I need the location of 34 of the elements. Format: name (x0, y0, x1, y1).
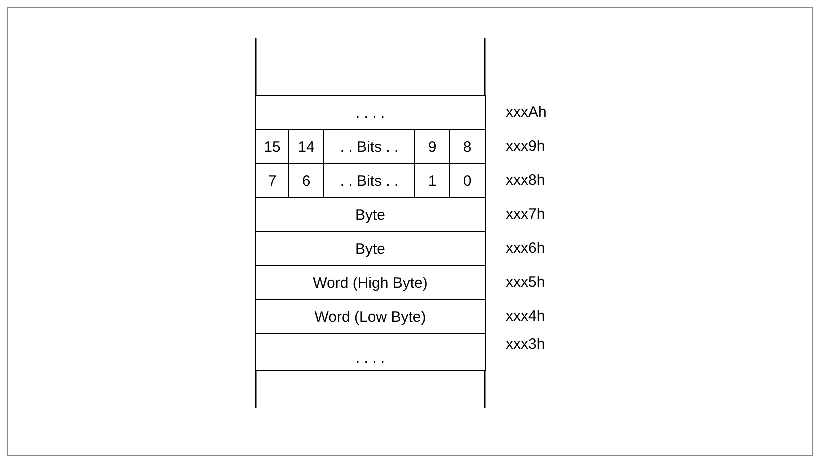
cell-text: 7 (268, 172, 277, 190)
memory-cell (255, 299, 486, 335)
bit-cell (449, 129, 486, 165)
cell-text: 1 (428, 172, 437, 190)
cell-text: . . . . (356, 348, 386, 366)
cell-text: 0 (463, 172, 472, 190)
address-label: xxx5h (506, 274, 546, 292)
address-label: xxxAh (506, 104, 547, 122)
bit-cell (449, 163, 486, 199)
memory-cell (255, 95, 486, 131)
address-label: xxx3h (506, 336, 546, 354)
cell-text: Byte (355, 240, 386, 258)
memory-cell (255, 197, 486, 233)
cell-text: 8 (463, 138, 472, 156)
cell-text: . . . . (356, 104, 386, 122)
cell-text: 6 (302, 172, 311, 190)
address-label: xxx7h (506, 206, 546, 224)
cell-text: . . Bits . . (340, 172, 399, 190)
bit-cell (323, 163, 416, 199)
cell-text: 15 (264, 138, 281, 156)
bit-cell (323, 129, 416, 165)
address-label: xxx4h (506, 308, 546, 326)
cell-text: 14 (298, 138, 315, 156)
memory-cell (255, 265, 486, 301)
address-label: xxx9h (506, 138, 546, 156)
cell-text: 9 (428, 138, 437, 156)
address-label: xxx6h (506, 240, 546, 258)
memory-cell (255, 333, 486, 371)
cell-text: Byte (355, 206, 386, 224)
cell-text: Word (High Byte) (313, 274, 428, 292)
cell-text: . . Bits . . (340, 138, 399, 156)
cell-text: Word (Low Byte) (314, 308, 426, 326)
memory-cell (255, 231, 486, 267)
address-label: xxx8h (506, 172, 546, 190)
